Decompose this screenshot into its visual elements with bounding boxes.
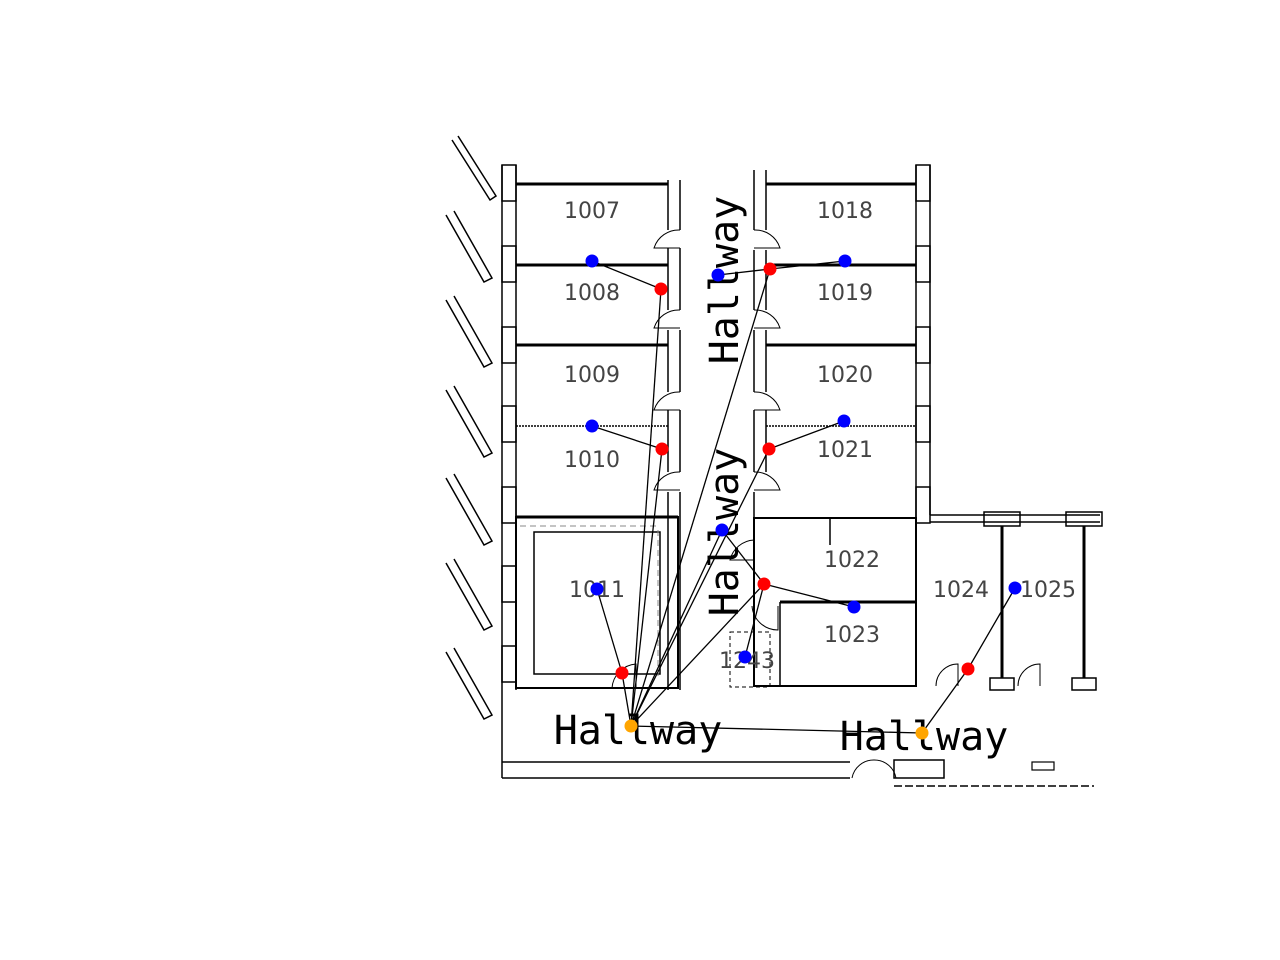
edge-hall-1019door-long	[630, 268, 771, 727]
room-label-1018: 1018	[817, 199, 873, 224]
node-room-1011	[590, 582, 604, 596]
graph-nodes	[585, 254, 1022, 740]
room-label-1008: 1008	[564, 281, 620, 306]
node-hallway-lower-left	[624, 719, 638, 733]
edge-1011-door	[596, 588, 623, 674]
edge-1008-door	[591, 260, 662, 290]
edge-hall-1011door	[621, 672, 632, 727]
hallway-label-lower-left: Hallway	[554, 708, 723, 754]
room-labels: 1007 1008 1009 1010 1011 1018 1019 1020 …	[564, 199, 1076, 674]
edge-1019door-1019	[769, 260, 846, 270]
edge-hall-1022door	[721, 529, 765, 585]
walls	[445, 135, 1103, 787]
room-label-1010: 1010	[564, 448, 620, 473]
room-label-1021: 1021	[817, 438, 873, 463]
node-room-1023	[847, 600, 861, 614]
edge-1022door-1243	[744, 583, 765, 658]
exterior-louvres	[445, 135, 498, 720]
node-room-1243	[738, 650, 752, 664]
hallway-label-upper: Hallway	[702, 196, 748, 365]
door-swings	[611, 229, 1041, 779]
room-label-1020: 1020	[817, 363, 873, 388]
node-hallway-middle	[715, 523, 729, 537]
node-door-1008	[654, 282, 668, 296]
left-wall-columns	[501, 164, 517, 683]
room-label-1019: 1019	[817, 281, 873, 306]
node-door-1010	[655, 442, 669, 456]
edge-1022door-1023	[763, 583, 855, 608]
edge-1021door-1021	[768, 420, 845, 450]
room-label-1024: 1024	[933, 578, 989, 603]
node-room-1025	[1008, 581, 1022, 595]
edge-hall-hall	[630, 725, 923, 734]
node-room-1010	[585, 419, 599, 433]
node-door-1021	[762, 442, 776, 456]
edge-1025door-1025	[967, 587, 1016, 670]
node-hallway-lower-right	[915, 726, 929, 740]
room-label-1022: 1022	[824, 548, 880, 573]
right-wall-columns	[915, 164, 931, 524]
node-hallway-upper	[711, 268, 725, 282]
node-door-1022	[757, 577, 771, 591]
edge-hall-1010door	[630, 448, 663, 727]
room-label-1007: 1007	[564, 199, 620, 224]
edge-1025door-hall	[921, 668, 969, 734]
edge-hall-1008door	[630, 288, 662, 727]
graph-edges	[591, 260, 1016, 734]
room-label-1009: 1009	[564, 363, 620, 388]
node-room-1019	[838, 254, 852, 268]
edge-hall-1022door-long	[630, 583, 765, 727]
room-label-1023: 1023	[824, 623, 880, 648]
node-room-1021	[837, 414, 851, 428]
node-door-1011	[615, 666, 629, 680]
node-room-1008	[585, 254, 599, 268]
node-door-1024	[961, 662, 975, 676]
edge-hall-1021door	[630, 448, 770, 727]
room-label-1025: 1025	[1020, 578, 1076, 603]
edge-hall-hallmid	[630, 529, 723, 727]
edge-hall-1019door	[717, 268, 771, 276]
node-door-1019	[763, 262, 777, 276]
